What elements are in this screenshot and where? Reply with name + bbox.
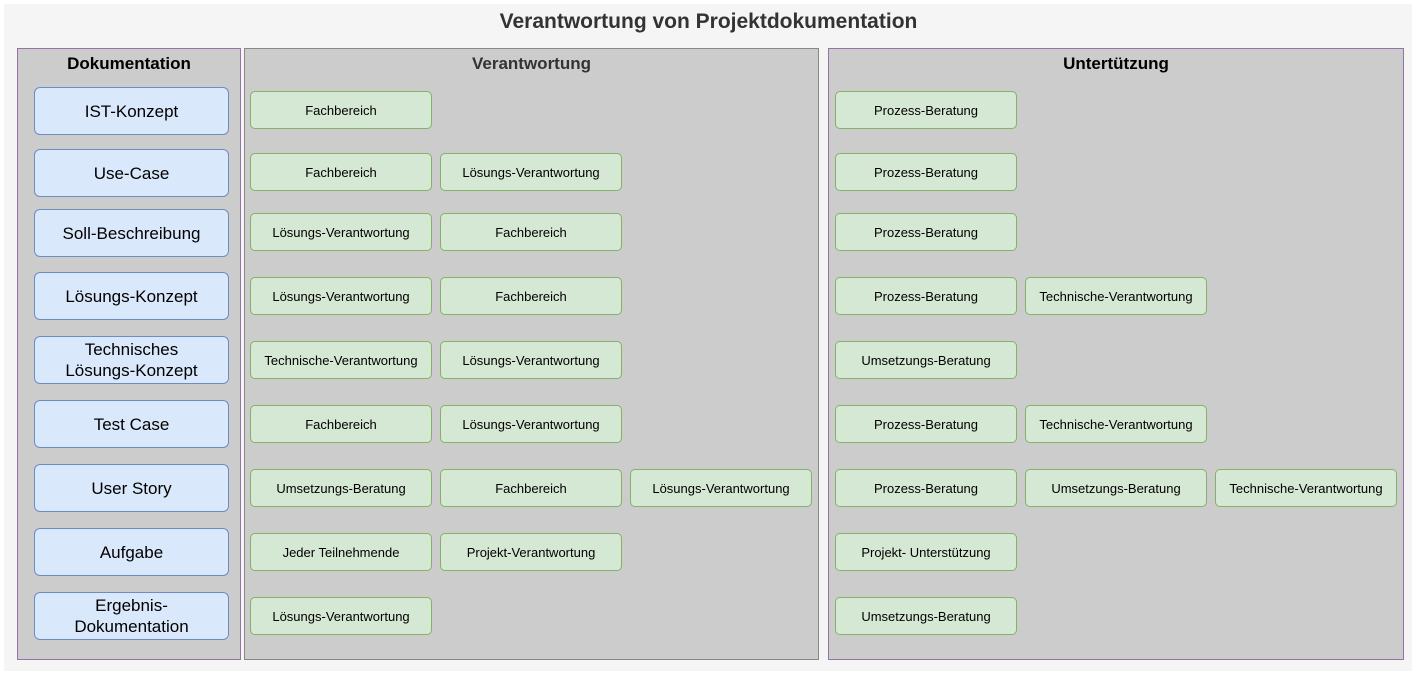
support-role-box: Technische-Verantwortung	[1025, 405, 1207, 443]
support-role-box: Projekt- Unterstützung	[835, 533, 1017, 571]
responsibility-role-box: Lösungs-Verantwortung	[630, 469, 812, 507]
responsibility-role-box: Lösungs-Verantwortung	[440, 405, 622, 443]
responsibility-role-box: Technische-Verantwortung	[250, 341, 432, 379]
support-role-box: Technische-Verantwortung	[1025, 277, 1207, 315]
support-role-box: Prozess-Beratung	[835, 153, 1017, 191]
document-box: IST-Konzept	[34, 87, 229, 135]
support-role-box: Umsetzungs-Beratung	[835, 597, 1017, 635]
responsibility-role-box: Umsetzungs-Beratung	[250, 469, 432, 507]
responsibility-role-box: Lösungs-Verantwortung	[250, 597, 432, 635]
responsibility-role-box: Jeder Teilnehmende	[250, 533, 432, 571]
responsibility-role-box: Fachbereich	[250, 91, 432, 129]
responsibility-role-box: Lösungs-Verantwortung	[440, 341, 622, 379]
support-role-box: Prozess-Beratung	[835, 91, 1017, 129]
document-box: Technisches Lösungs-Konzept	[34, 336, 229, 384]
document-box: Test Case	[34, 400, 229, 448]
responsibility-role-box: Lösungs-Verantwortung	[440, 153, 622, 191]
responsibility-role-box: Fachbereich	[250, 153, 432, 191]
diagram-title: Verantwortung von Projektdokumentation	[499, 10, 918, 33]
document-box: Use-Case	[34, 149, 229, 197]
responsibility-role-box: Lösungs-Verantwortung	[250, 213, 432, 251]
documentation-column-header: Dokumentation	[67, 54, 191, 73]
support-role-box: Prozess-Beratung	[835, 213, 1017, 251]
responsibility-role-box: Fachbereich	[440, 469, 622, 507]
document-box: Ergebnis- Dokumentation	[34, 592, 229, 640]
document-box: Lösungs-Konzept	[34, 272, 229, 320]
responsibility-role-box: Fachbereich	[440, 213, 622, 251]
responsibility-role-box: Lösungs-Verantwortung	[250, 277, 432, 315]
document-box: Aufgabe	[34, 528, 229, 576]
responsibility-role-box: Fachbereich	[440, 277, 622, 315]
responsibility-role-box: Projekt-Verantwortung	[440, 533, 622, 571]
support-role-box: Prozess-Beratung	[835, 405, 1017, 443]
document-box: User Story	[34, 464, 229, 512]
support-role-box: Umsetzungs-Beratung	[1025, 469, 1207, 507]
support-role-box: Prozess-Beratung	[835, 277, 1017, 315]
support-column-header: Untertützung	[1063, 54, 1169, 73]
responsibility-column-header: Verantwortung	[471, 54, 591, 73]
support-role-box: Technische-Verantwortung	[1215, 469, 1397, 507]
support-role-box: Umsetzungs-Beratung	[835, 341, 1017, 379]
support-role-box: Prozess-Beratung	[835, 469, 1017, 507]
responsibility-role-box: Fachbereich	[250, 405, 432, 443]
document-box: Soll-Beschreibung	[34, 209, 229, 257]
